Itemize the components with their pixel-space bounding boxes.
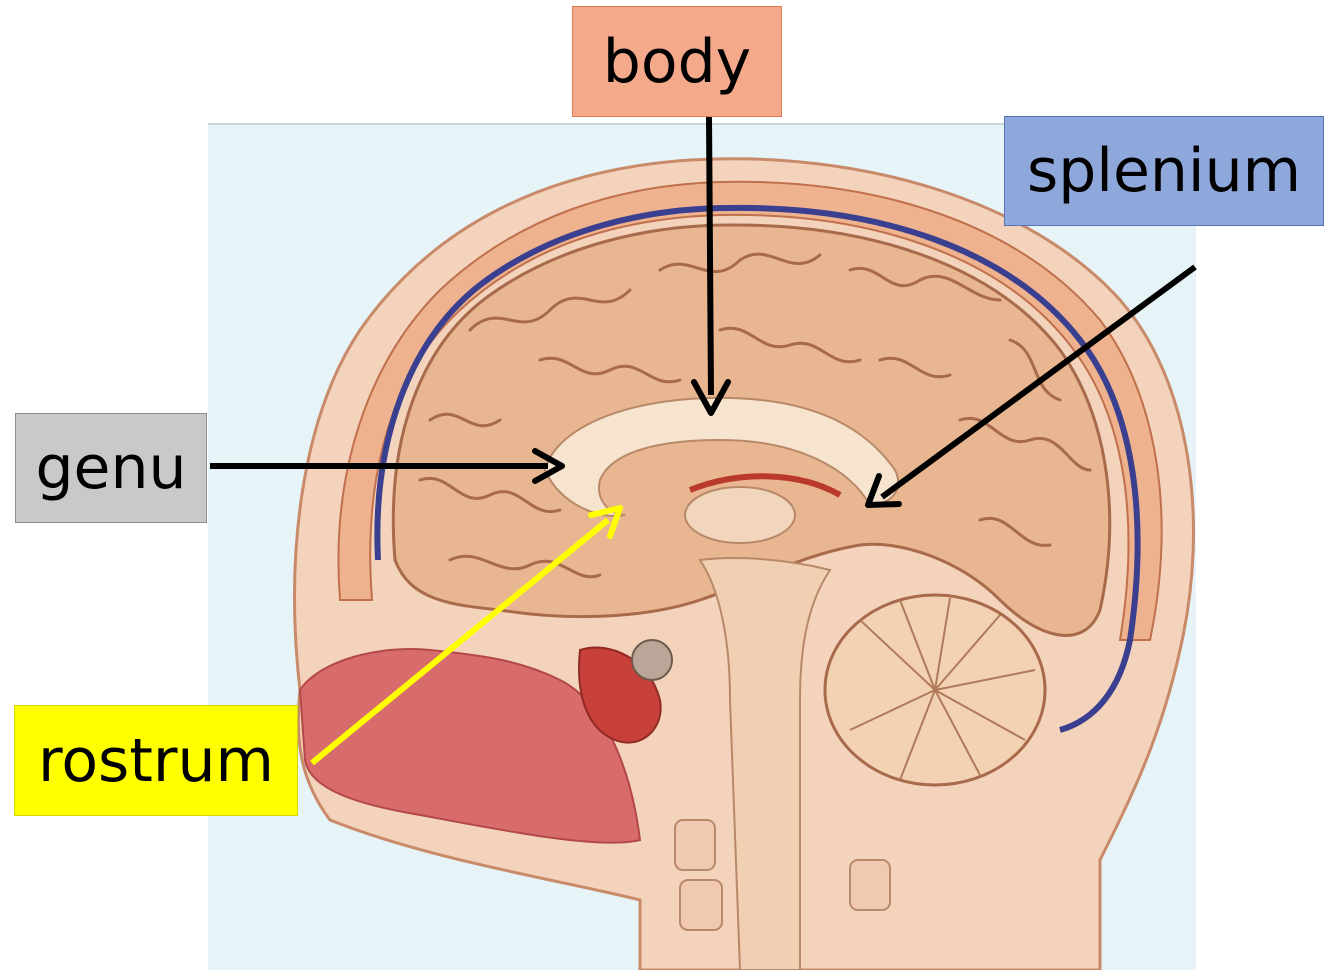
- label-body-text: body: [603, 27, 751, 97]
- thalamus: [685, 487, 795, 543]
- label-body: body: [572, 6, 782, 117]
- label-genu: genu: [15, 413, 207, 523]
- label-splenium-text: splenium: [1027, 136, 1301, 206]
- label-splenium: splenium: [1004, 116, 1324, 226]
- label-rostrum: rostrum: [14, 705, 298, 816]
- label-genu-text: genu: [35, 433, 186, 503]
- label-rostrum-text: rostrum: [38, 726, 274, 796]
- pituitary: [632, 640, 672, 680]
